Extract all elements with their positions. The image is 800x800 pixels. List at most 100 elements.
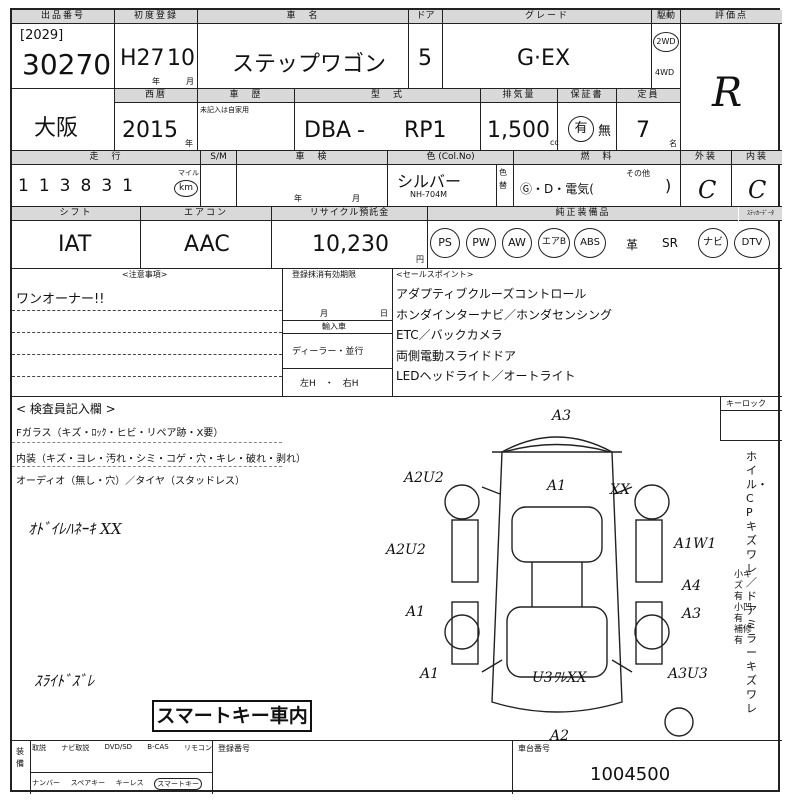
diagram-label: A2U2: [402, 470, 444, 486]
import-label: 輸入車: [322, 322, 346, 331]
sales-point: アダプティブクルーズコントロール: [396, 287, 587, 301]
lot-number: 30270: [22, 48, 112, 81]
diagram-label: A1W1: [672, 536, 716, 552]
mileage-digit: 3: [101, 176, 123, 196]
displacement-value: 1,500: [487, 118, 550, 143]
repair-yes: 有: [734, 636, 744, 646]
car-name: ステップワゴン: [232, 52, 387, 77]
mile-unit: マイル: [178, 169, 199, 177]
recycle-value: 10,230: [312, 232, 389, 257]
diagram-label: A3: [680, 606, 701, 622]
equip-item: B-CAS: [147, 743, 169, 751]
handle-side: 左H ・ 右H: [300, 379, 359, 389]
handwritten-note-2: ｽﾗｲﾄﾞｽﾞﾚ: [34, 672, 95, 690]
equipment-aw-circled: AW: [502, 228, 532, 258]
history-note: 未記入は自家用: [200, 106, 249, 114]
mileage-label: 走 行: [12, 151, 200, 165]
diagram-label: A2: [548, 728, 569, 742]
year-unit-2: 年: [185, 139, 193, 148]
mileage-digit: 8: [80, 176, 102, 196]
equip-row-2: ナンバー スペアキー キーレス スマートキー: [32, 778, 202, 790]
shift-label: シフト: [12, 207, 140, 221]
first-reg-era: H27: [120, 46, 165, 71]
fuel-label: 燃 料: [514, 151, 680, 165]
caution-label: <注意事項>: [122, 270, 168, 279]
sales-point: ETC／バックカメラ: [396, 328, 503, 342]
interior-label: 内装: [732, 151, 782, 165]
glass-text: Fガラス（キズ・ﾛｯｸ・ヒビ・リペア跡・X要）: [16, 428, 224, 439]
meter-label: S/M: [201, 151, 236, 165]
color-label: 色 (Col.No): [388, 151, 513, 165]
interior-value: C: [748, 176, 767, 204]
diagram-label: A2U2: [384, 542, 426, 558]
equip-item: 取説: [32, 744, 46, 752]
capacity-value: 7: [636, 118, 650, 143]
history-label: 車 歴: [198, 89, 294, 103]
yen-unit: 円: [416, 255, 424, 264]
small-scratch-yes: 有: [734, 592, 744, 602]
first-reg-month: 10: [167, 46, 195, 71]
cc-unit: cc: [550, 138, 559, 147]
equipment-label: 純正装備品: [428, 207, 738, 221]
diagram-label: XX: [609, 482, 631, 498]
diagram-label: A1: [418, 666, 439, 682]
import-type: ディーラー・並行: [292, 347, 364, 357]
equip-row-1: 取説 ナビ取説 DVD/SD B-CAS リモコン: [32, 743, 212, 753]
color-number: NH-704M: [410, 190, 448, 199]
sales-label: <セールスポイント>: [396, 270, 474, 279]
equip-item: DVD/SD: [104, 743, 133, 751]
equipment-ps-circled: PS: [430, 228, 460, 258]
inspection-year-unit: 年: [294, 194, 302, 203]
exterior-label: 外装: [681, 151, 731, 165]
diagram-label: A3U3: [666, 666, 708, 682]
drive-2wd-circled: 2WD: [653, 32, 679, 52]
mileage-digit: 1: [38, 176, 60, 196]
model-label: 型 式: [295, 89, 480, 103]
equipment-pw-circled: PW: [466, 228, 496, 258]
diagram-label: A4: [680, 578, 701, 594]
equip-item: スマートキー: [154, 778, 202, 790]
model-dash: -: [357, 118, 365, 143]
car-name-label: 車 名: [198, 10, 408, 24]
shift-value: IAT: [58, 232, 92, 257]
diagram-label: A3: [550, 408, 571, 424]
diagram-label: A1: [404, 604, 425, 620]
inspector-line-interior: 内装（キズ・ヨレ・汚れ・シミ・コゲ・穴・キレ・破れ・剥れ）: [16, 454, 306, 465]
reg-no-label: 登録番号: [218, 744, 250, 753]
auction-sheet: 出品番号 初度登録 車 名 ドア グレード 駆動 評価点 [2029] 3027…: [10, 8, 782, 794]
chassis-number: 1004500: [590, 764, 671, 785]
equip-item: リモコン: [183, 744, 212, 752]
region: 大阪: [34, 116, 79, 141]
sales-point: ホンダインターナビ／ホンダセンシング: [396, 307, 613, 322]
small-scratch: 小キズ: [734, 570, 753, 591]
mileage-digit: 3: [59, 176, 81, 196]
equip-item: ナンバー: [32, 779, 60, 787]
first-reg-label: 初度登録: [115, 10, 197, 24]
recycle-label: リサイクル預託金: [272, 207, 427, 221]
diagram-label: U3ﾜﾚXX: [532, 670, 588, 686]
mileage-value: 113831: [18, 176, 168, 196]
drive-label: 駆動: [652, 10, 680, 24]
month-unit: 月: [186, 77, 194, 86]
model-code: RP1: [404, 118, 447, 143]
inspection-month-unit: 月: [352, 194, 360, 203]
drive-4wd: 4WD: [655, 68, 675, 77]
equipment-airbag-circled: エアB: [538, 228, 570, 258]
doors-value: 5: [418, 46, 432, 71]
displacement-label: 排気量: [481, 89, 557, 103]
score-value: R: [712, 70, 743, 116]
reg-deadline-label: 登録抹消有効期限: [292, 270, 356, 279]
aircon-value: AAC: [184, 232, 230, 257]
sales-points: アダプティブクルーズコントロール ホンダインターナビ／ホンダセンシング ETC／…: [396, 284, 612, 387]
fuel-other-label: その他: [626, 169, 650, 178]
inspector-line-glass: Fガラス（キズ・ﾛｯｸ・ヒビ・リペア跡・X要）: [16, 424, 223, 439]
caution-text: ワンオーナー!!: [16, 292, 105, 307]
grade-label: グレード: [443, 10, 651, 24]
equip-item: ナビ取説: [61, 744, 90, 752]
equip-item: キーレス: [115, 779, 144, 787]
equipment-tv-circled: DTV: [734, 228, 770, 258]
km-unit-circled: km: [174, 180, 198, 197]
warranty-no: 無: [598, 124, 612, 139]
inspection-label: 車 検: [237, 151, 387, 165]
mileage-digit: 1: [122, 176, 143, 196]
